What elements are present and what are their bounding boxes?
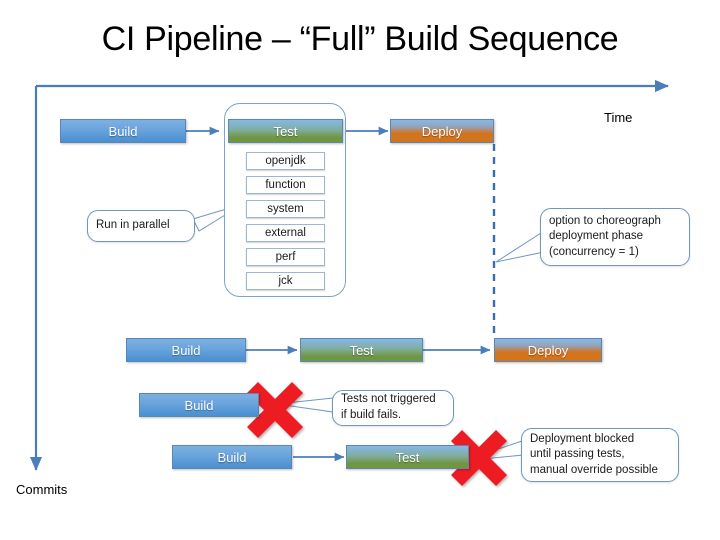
- row4-build-box[interactable]: Build: [172, 445, 292, 469]
- row2-deploy-box[interactable]: Deploy: [494, 338, 602, 362]
- row1-test-box[interactable]: Test: [228, 119, 343, 143]
- callout-line: if build fails.: [341, 409, 402, 421]
- row2-build-box[interactable]: Build: [126, 338, 246, 362]
- callout-line: (concurrency = 1): [549, 245, 639, 258]
- row1-deploy-box[interactable]: Deploy: [390, 119, 494, 143]
- callout-leader-choreograph: [495, 232, 545, 263]
- commits-axis-label: Commits: [16, 482, 68, 497]
- row1-deploy-label: Deploy: [421, 123, 463, 139]
- callout-run-in-parallel: Run in parallel: [87, 210, 195, 242]
- row4-test-label: Test: [395, 449, 420, 465]
- parallel-test-item-perf[interactable]: perf: [246, 248, 325, 266]
- row3-build-box[interactable]: Build: [139, 393, 259, 417]
- parallel-test-label: external: [265, 227, 306, 239]
- parallel-test-label: function: [265, 179, 306, 191]
- callout-leader-deploy-blocked: [462, 440, 524, 462]
- callout-line: Deployment blocked: [530, 432, 635, 445]
- callout-line: Tests not triggered: [341, 393, 436, 406]
- callout-line: Run in parallel: [96, 219, 170, 232]
- callout-line: until passing tests,: [530, 448, 625, 461]
- parallel-test-item-openjdk[interactable]: openjdk: [246, 152, 325, 170]
- row1-test-label: Test: [273, 123, 298, 139]
- row2-deploy-label: Deploy: [527, 342, 569, 358]
- row4-test-box[interactable]: Test: [346, 445, 469, 469]
- row3-build-label: Build: [184, 397, 214, 413]
- callout-leader-build-fails: [276, 397, 334, 413]
- parallel-test-item-system[interactable]: system: [246, 200, 325, 218]
- parallel-test-label: perf: [275, 251, 296, 263]
- callout-deploy-blocked: Deployment blocked until passing tests, …: [521, 428, 679, 482]
- callout-line: deployment phase: [549, 230, 643, 243]
- parallel-test-item-external[interactable]: external: [246, 224, 325, 242]
- row2-test-box[interactable]: Test: [300, 338, 423, 362]
- callout-line: manual override possible: [530, 463, 658, 476]
- row1-build-box[interactable]: Build: [60, 119, 186, 143]
- callout-build-fails: Tests not triggered if build fails.: [332, 390, 454, 426]
- row2-test-label: Test: [349, 342, 374, 358]
- parallel-test-label: system: [267, 203, 304, 215]
- row2-build-label: Build: [171, 342, 201, 358]
- parallel-test-item-jck[interactable]: jck: [246, 272, 325, 290]
- parallel-test-item-function[interactable]: function: [246, 176, 325, 194]
- page-title: CI Pipeline – “Full” Build Sequence: [101, 20, 619, 58]
- row1-build-label: Build: [108, 123, 138, 139]
- parallel-test-label: jck: [278, 275, 293, 287]
- callout-choreograph: option to choreograph deployment phase (…: [540, 208, 690, 266]
- parallel-test-label: openjdk: [265, 155, 306, 167]
- row4-build-label: Build: [217, 449, 247, 465]
- time-axis-label: Time: [604, 110, 633, 125]
- callout-line: option to choreograph: [549, 214, 661, 227]
